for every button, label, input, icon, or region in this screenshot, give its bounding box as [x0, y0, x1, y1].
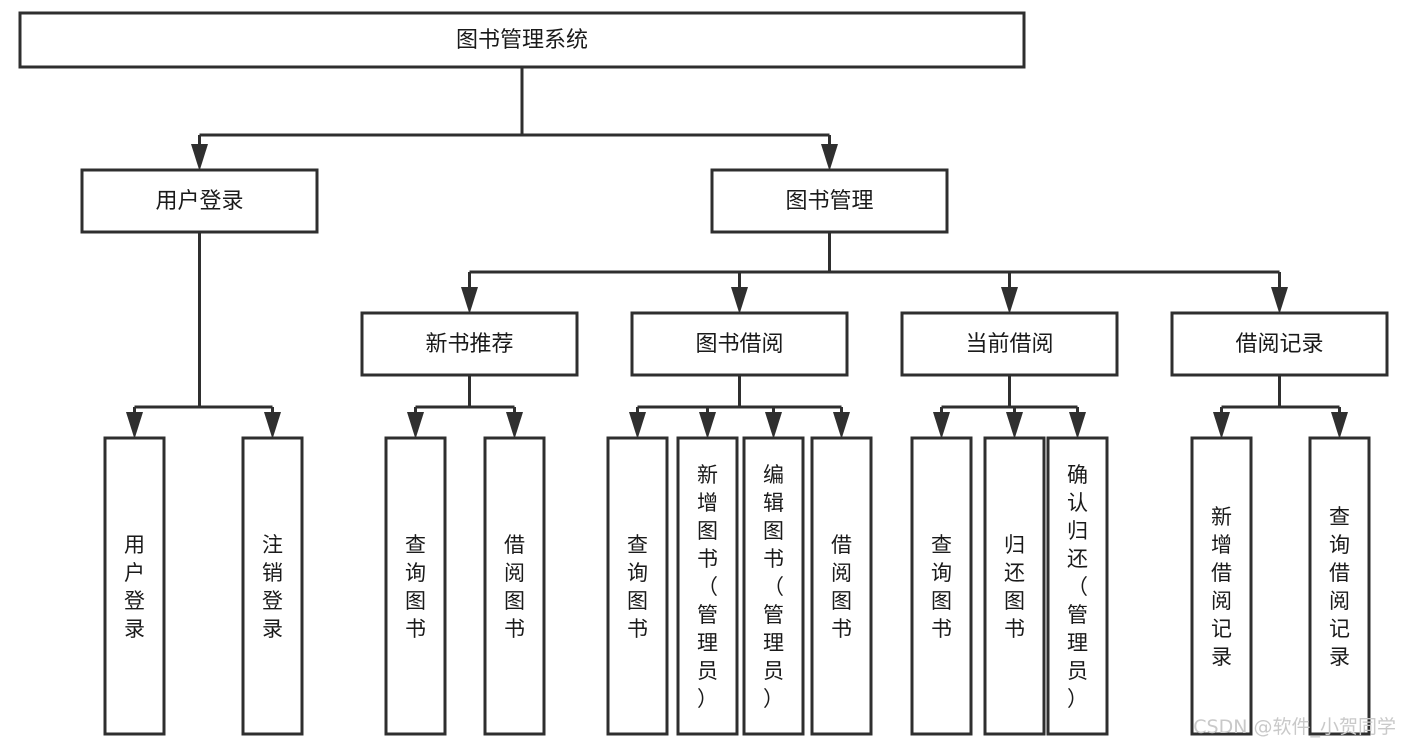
node-label-root: 图书管理系统	[456, 28, 588, 53]
node-leaf-query-record[interactable]: 查询借阅记录	[1308, 436, 1371, 736]
node-label-leaf-edit-book: 编辑图书（管理员）	[763, 463, 784, 711]
arrow-head-leaf-confirm-return	[1069, 412, 1086, 439]
node-box-leaf-logout	[241, 436, 304, 736]
node-box-user-login	[80, 168, 319, 234]
arrow-head-leaf-return-book	[1006, 412, 1023, 439]
node-user-login[interactable]: 用户登录	[80, 168, 319, 234]
arrow-head-leaf-query-book-rec	[407, 412, 424, 439]
arrow-head-leaf-query-book-current	[933, 412, 950, 439]
node-label-leaf-return-book: 归还图书	[1004, 533, 1025, 641]
node-box-borrow-record	[1170, 311, 1389, 377]
node-box-leaf-query-book-rec	[384, 436, 447, 736]
connector-group-current-borrow	[933, 375, 1086, 439]
node-label-borrow-record: 借阅记录	[1235, 332, 1323, 357]
arrow-head-leaf-edit-book	[765, 412, 782, 439]
arrow-head-book-manage	[821, 144, 838, 171]
node-label-leaf-borrow-book: 借阅图书	[831, 533, 852, 641]
arrow-head-leaf-query-record	[1331, 412, 1348, 439]
node-box-leaf-borrow-book	[810, 436, 873, 736]
node-new-book-recommend[interactable]: 新书推荐	[360, 311, 579, 377]
arrow-head-leaf-user-login	[126, 412, 143, 439]
node-box-book-manage	[710, 168, 949, 234]
node-box-leaf-add-record	[1190, 436, 1253, 736]
node-label-leaf-add-book: 新增图书（管理员）	[697, 463, 718, 711]
csdn-watermark: CSDN @软件_小贺同学	[1193, 716, 1396, 738]
node-leaf-return-book[interactable]: 归还图书	[983, 436, 1046, 736]
node-leaf-borrow-book-rec[interactable]: 借阅图书	[483, 436, 546, 736]
connector-group-book-borrow	[629, 375, 850, 439]
node-leaf-user-login[interactable]: 用户登录	[103, 436, 166, 736]
node-box-leaf-user-login	[103, 436, 166, 736]
node-book-manage[interactable]: 图书管理	[710, 168, 949, 234]
node-leaf-query-book-current[interactable]: 查询图书	[910, 436, 973, 736]
connector-group-new-book-recommend	[407, 375, 523, 439]
connector-layer	[126, 67, 1348, 439]
arrow-head-leaf-add-book	[699, 412, 716, 439]
node-leaf-confirm-return[interactable]: 确认归还（管理员）	[1046, 436, 1109, 736]
arrow-head-leaf-add-record	[1213, 412, 1230, 439]
connector-group-borrow-record	[1213, 375, 1348, 439]
node-leaf-query-book-rec[interactable]: 查询图书	[384, 436, 447, 736]
connector-group-book-manage	[461, 232, 1288, 314]
node-current-borrow[interactable]: 当前借阅	[900, 311, 1119, 377]
node-root[interactable]: 图书管理系统	[18, 11, 1026, 69]
node-box-leaf-confirm-return	[1046, 436, 1109, 736]
node-label-book-manage: 图书管理	[785, 189, 873, 214]
node-label-leaf-query-book-current: 查询图书	[931, 533, 952, 641]
node-label-current-borrow: 当前借阅	[965, 332, 1053, 357]
node-label-leaf-query-record: 查询借阅记录	[1329, 505, 1350, 669]
arrow-head-borrow-record	[1271, 287, 1288, 314]
node-box-current-borrow	[900, 311, 1119, 377]
node-label-leaf-query-book-borrow: 查询图书	[627, 533, 648, 641]
node-label-leaf-confirm-return: 确认归还（管理员）	[1067, 463, 1088, 711]
node-label-leaf-borrow-book-rec: 借阅图书	[504, 533, 525, 641]
node-label-leaf-logout: 注销登录	[262, 533, 283, 641]
arrow-head-current-borrow	[1001, 287, 1018, 314]
node-leaf-logout[interactable]: 注销登录	[241, 436, 304, 736]
node-box-root	[18, 11, 1026, 69]
node-box-leaf-borrow-book-rec	[483, 436, 546, 736]
node-label-new-book-recommend: 新书推荐	[425, 332, 513, 357]
arrow-head-new-book-recommend	[461, 287, 478, 314]
node-label-book-borrow: 图书借阅	[695, 332, 783, 357]
node-box-leaf-query-record	[1308, 436, 1371, 736]
node-box-leaf-edit-book	[742, 436, 805, 736]
arrow-head-leaf-query-book-borrow	[629, 412, 646, 439]
node-leaf-query-book-borrow[interactable]: 查询图书	[606, 436, 669, 736]
connector-group-root	[191, 67, 838, 171]
arrow-head-leaf-logout	[264, 412, 281, 439]
node-label-leaf-query-book-rec: 查询图书	[405, 533, 426, 641]
arrow-head-user-login	[191, 144, 208, 171]
node-leaf-borrow-book[interactable]: 借阅图书	[810, 436, 873, 736]
node-leaf-add-book[interactable]: 新增图书（管理员）	[676, 436, 739, 736]
connector-group-user-login	[126, 232, 281, 439]
arrow-head-book-borrow	[731, 287, 748, 314]
node-leaf-add-record[interactable]: 新增借阅记录	[1190, 436, 1253, 736]
node-box-leaf-query-book-current	[910, 436, 973, 736]
node-label-leaf-add-record: 新增借阅记录	[1211, 505, 1232, 669]
node-box-leaf-return-book	[983, 436, 1046, 736]
node-borrow-record[interactable]: 借阅记录	[1170, 311, 1389, 377]
node-box-leaf-query-book-borrow	[606, 436, 669, 736]
node-box-leaf-add-book	[676, 436, 739, 736]
arrow-head-leaf-borrow-book	[833, 412, 850, 439]
node-box-new-book-recommend	[360, 311, 579, 377]
node-layer: 图书管理系统用户登录图书管理新书推荐图书借阅当前借阅借阅记录用户登录注销登录查询…	[18, 11, 1389, 736]
node-label-user-login: 用户登录	[155, 189, 243, 214]
node-book-borrow[interactable]: 图书借阅	[630, 311, 849, 377]
node-box-book-borrow	[630, 311, 849, 377]
arrow-head-leaf-borrow-book-rec	[506, 412, 523, 439]
node-label-leaf-user-login: 用户登录	[124, 533, 145, 641]
node-leaf-edit-book[interactable]: 编辑图书（管理员）	[742, 436, 805, 736]
